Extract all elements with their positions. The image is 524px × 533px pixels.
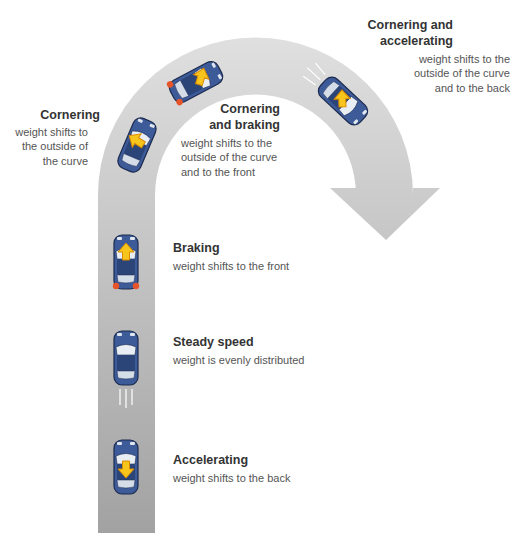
description-label: weight is evenly distributed bbox=[173, 353, 373, 367]
heading-label: Cornering and accelerating bbox=[353, 18, 453, 49]
car-cornering bbox=[115, 115, 158, 174]
car-icon bbox=[114, 235, 138, 289]
brake-light bbox=[133, 283, 139, 289]
brake-light bbox=[166, 80, 175, 89]
car-icon bbox=[315, 74, 371, 128]
weight-arrow bbox=[334, 90, 351, 108]
car-cornering-braking bbox=[165, 57, 226, 106]
heading-label: Steady speed bbox=[173, 335, 373, 351]
speed-lines bbox=[120, 389, 132, 408]
description-label: weight shifts to the outside of the curv… bbox=[396, 52, 510, 95]
car-icon bbox=[167, 59, 226, 106]
brake-light bbox=[175, 98, 184, 107]
heading-label: Cornering bbox=[20, 108, 100, 124]
weight-arrow bbox=[118, 461, 134, 478]
heading-label: Cornering and braking bbox=[200, 102, 280, 133]
brake-light bbox=[113, 283, 119, 289]
car-accelerating bbox=[114, 440, 138, 494]
weight-arrow bbox=[118, 243, 134, 260]
description-label: weight shifts to the front bbox=[173, 259, 373, 273]
heading-label: Braking bbox=[173, 241, 373, 257]
weight-arrow bbox=[125, 129, 148, 152]
road bbox=[98, 38, 440, 533]
car-cornering-accelerating bbox=[299, 58, 372, 128]
description-label: weight shifts to the outside of the curv… bbox=[181, 136, 293, 179]
car-icon bbox=[115, 115, 158, 174]
speed-lines bbox=[301, 61, 326, 86]
car-braking bbox=[113, 235, 139, 289]
description-label: weight shifts to the back bbox=[173, 471, 373, 485]
weight-arrow bbox=[191, 66, 211, 87]
heading-label: Accelerating bbox=[173, 453, 373, 469]
car-icon bbox=[114, 440, 138, 494]
car-icon bbox=[114, 331, 138, 385]
car-steady bbox=[114, 331, 138, 408]
description-label: weight shifts to the outside of the curv… bbox=[6, 125, 88, 168]
